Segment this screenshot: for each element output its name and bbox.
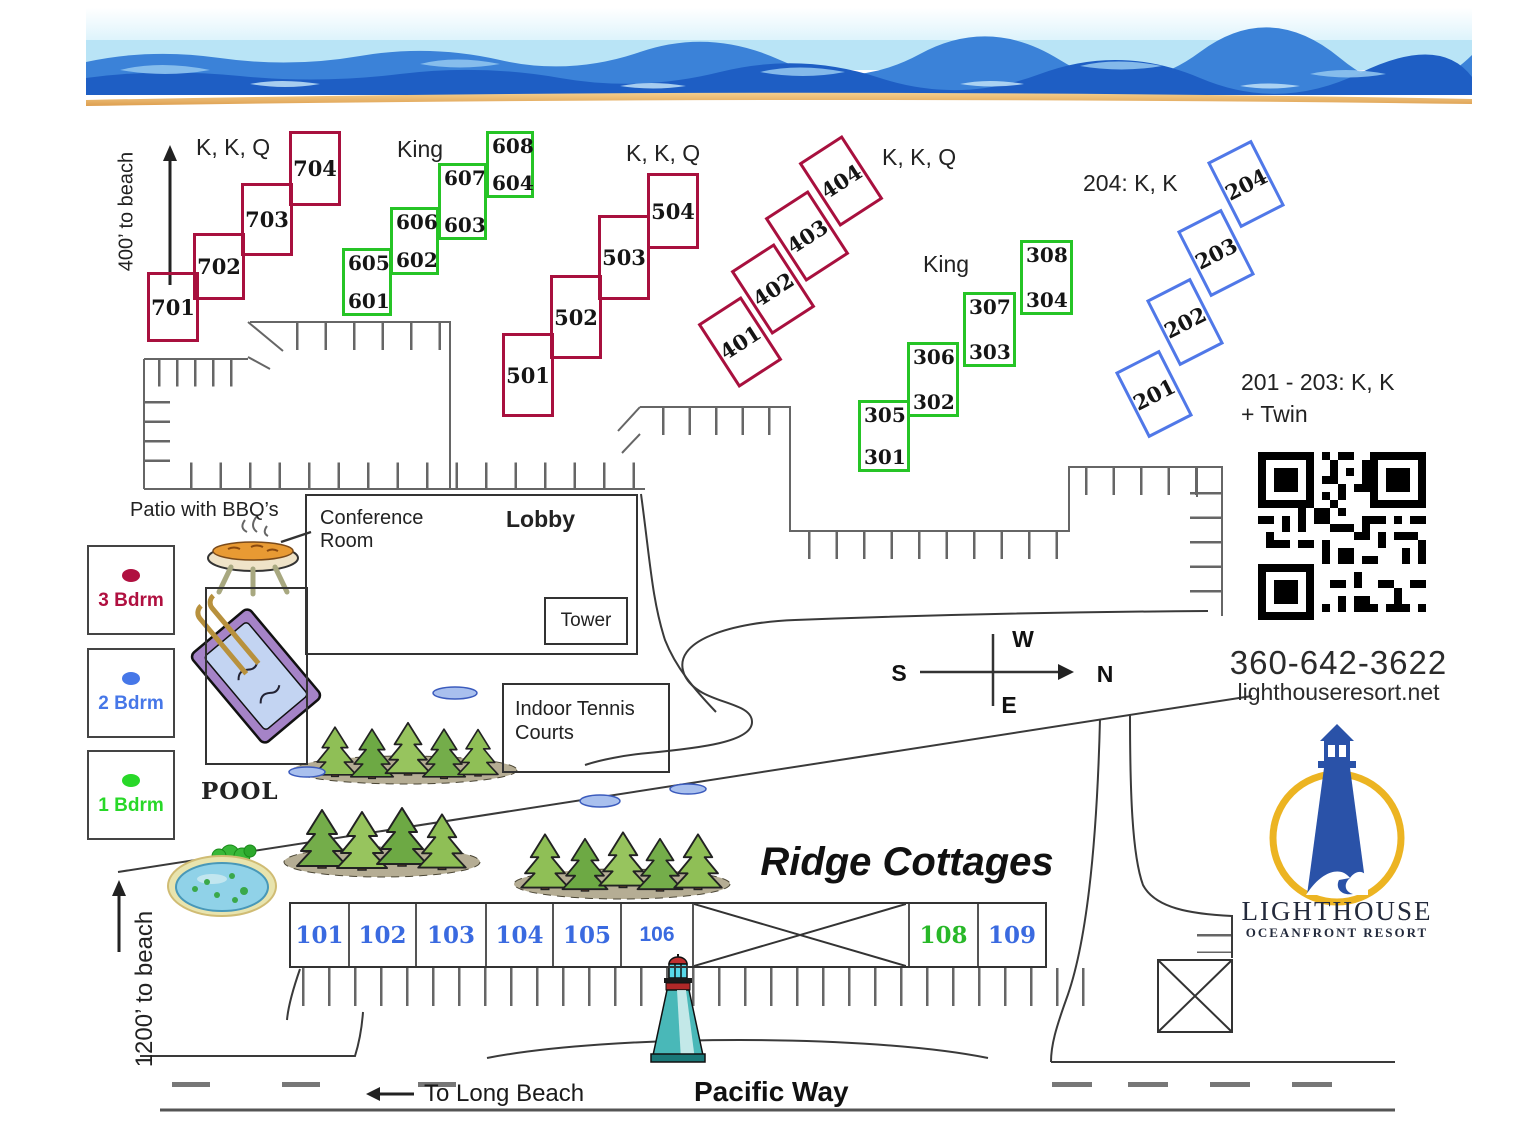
roadside-ticks — [302, 934, 1231, 1006]
legend-dot-1bdrm-icon — [122, 774, 140, 787]
legend-label-2bdrm: 2 Bdrm — [98, 693, 164, 714]
legend-3bdrm: 3 Bdrm — [87, 545, 175, 635]
room-504[interactable]: 504 — [647, 173, 699, 249]
phone-number: 360-642-3622 — [1229, 644, 1448, 681]
ocean-banner-image — [86, 8, 1472, 106]
compass-s: S — [891, 660, 907, 686]
label-indoor-tennis: Indoor Tennis Courts — [515, 698, 635, 744]
cottage-104[interactable]: 104 — [487, 904, 554, 966]
x-mark-icon — [694, 904, 906, 966]
label-500-bedding: K, K, Q — [626, 140, 701, 166]
pacific-way-road — [160, 1082, 1395, 1112]
parking-lot-middle — [617, 406, 1223, 616]
legend-2bdrm: 2 Bdrm — [87, 648, 175, 738]
label-700-bedding: K, K, Q — [196, 134, 271, 160]
lighthouse-clipart — [650, 954, 706, 1063]
room-501[interactable]: 501 — [502, 333, 554, 417]
lighthouse-logo — [1269, 724, 1405, 906]
legend-label-3bdrm: 3 Bdrm — [98, 590, 164, 611]
logo-subtitle: OCEANFRONT RESORT — [1245, 925, 1429, 940]
label-600-bedding: King — [397, 136, 444, 162]
forest-clipart — [283, 686, 731, 900]
room-703[interactable]: 703 — [241, 183, 293, 256]
compass-e: E — [1001, 692, 1017, 718]
room-503[interactable]: 503 — [598, 215, 650, 300]
beach-arrow-top — [163, 145, 177, 285]
label-201-203-bedding: 201 - 203: K, K — [1241, 369, 1395, 395]
pond-clipart — [167, 844, 277, 917]
label-to-long-beach: To Long Beach — [424, 1080, 585, 1107]
label-patio-bbq: Patio with BBQ’s — [130, 499, 279, 521]
cottage-crossed-unit — [694, 904, 910, 966]
label-conference-room: Conference Room — [320, 507, 424, 552]
legend-dot-2bdrm-icon — [122, 672, 140, 685]
compass-icon — [920, 634, 1074, 706]
label-tower: Tower — [560, 610, 612, 631]
tennis-courts-box — [502, 683, 670, 773]
cottage-105[interactable]: 105 — [554, 904, 622, 966]
label-pool: POOL — [201, 778, 279, 805]
room-701[interactable]: 701 — [147, 272, 199, 342]
label-300-bedding: King — [923, 251, 970, 277]
tower-box: Tower — [544, 597, 628, 645]
legend-dot-3bdrm-icon — [122, 569, 140, 582]
lobby-building-box — [305, 494, 638, 655]
cottage-102[interactable]: 102 — [350, 904, 417, 966]
parking-lot-upper-left — [143, 321, 645, 490]
cottage-109[interactable]: 109 — [987, 921, 1036, 949]
cottage-108[interactable]: 108 — [910, 904, 979, 966]
cottage-106[interactable]: 106 — [622, 904, 694, 966]
cloud-icons — [288, 686, 707, 808]
label-pacific-way: Pacific Way — [694, 1076, 849, 1107]
ridge-cottages-strip: 101 102 103 104 105 106 108 109 — [289, 902, 1047, 968]
label-lobby: Lobby — [506, 506, 575, 532]
room-704[interactable]: 704 — [289, 131, 341, 206]
label-1200ft-to-beach: 1200’ to beach — [131, 910, 158, 1068]
cottage-103[interactable]: 103 — [417, 904, 487, 966]
compass-w: W — [1012, 626, 1034, 652]
website-url[interactable]: lighthouseresort.net — [1237, 679, 1440, 705]
pool-area-box — [205, 587, 308, 765]
bbq-grill-icon — [207, 515, 312, 597]
compass-n: N — [1096, 661, 1114, 687]
ridge-cottages-title: Ridge Cottages — [760, 840, 1054, 884]
cottage-101[interactable]: 101 — [291, 904, 350, 966]
label-400-bedding: K, K, Q — [882, 144, 957, 170]
qr-code — [1258, 452, 1426, 620]
label-204-bedding: 204: K, K — [1083, 170, 1178, 196]
legend-1bdrm: 1 Bdrm — [87, 750, 175, 840]
room-702[interactable]: 702 — [193, 233, 245, 300]
legend-label-1bdrm: 1 Bdrm — [98, 795, 164, 816]
pool-clipart — [190, 593, 322, 744]
label-400ft-to-beach: 400’ to beach — [115, 151, 138, 272]
label-201-203-bedding-suffix: + Twin — [1241, 401, 1308, 427]
to-long-beach-arrow-icon — [366, 1087, 414, 1101]
logo-title: LIGHTHOUSE — [1241, 896, 1433, 926]
beach-arrow-bottom — [112, 880, 126, 952]
room-502[interactable]: 502 — [550, 275, 602, 359]
crossed-box-lower — [1157, 959, 1233, 1033]
